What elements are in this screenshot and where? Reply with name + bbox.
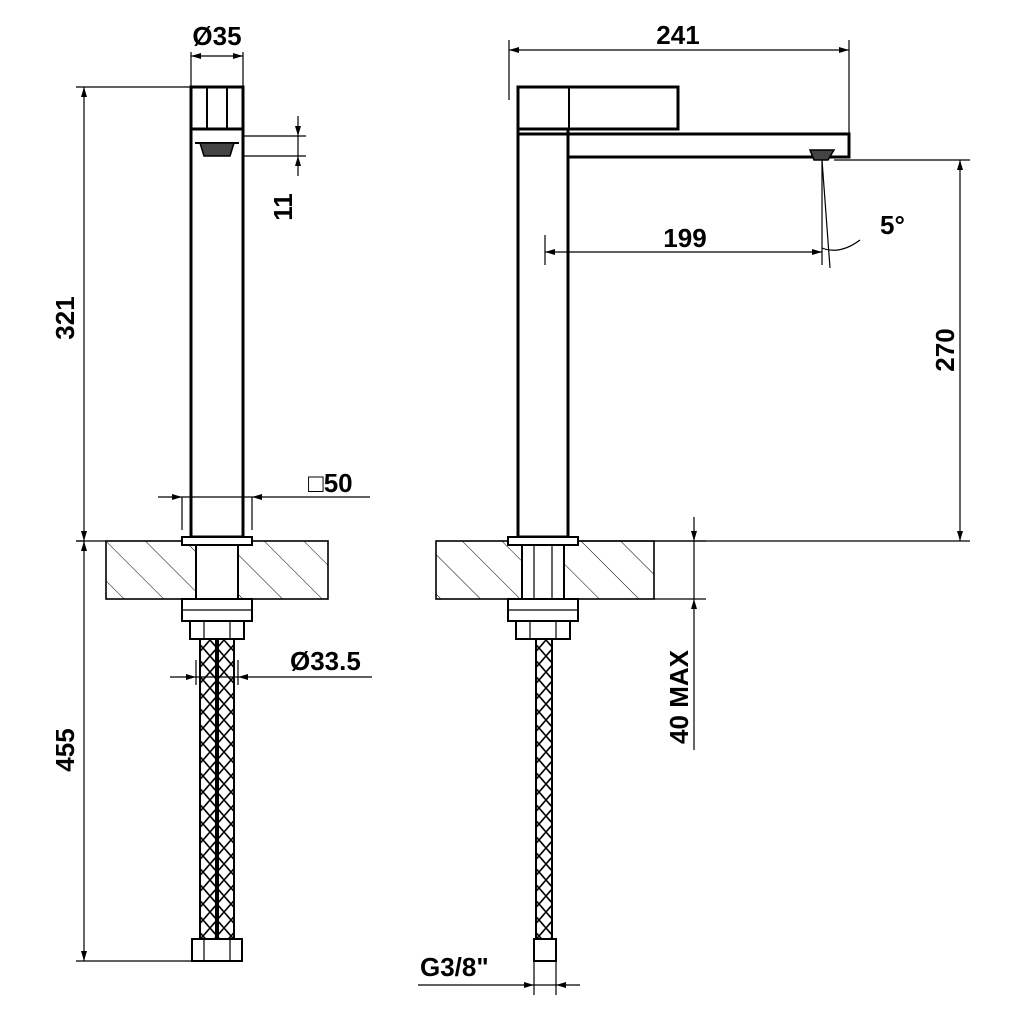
outlet-height-label: 270 bbox=[930, 328, 960, 371]
spout-reach-total-label: 241 bbox=[656, 20, 699, 50]
base-square-label: □50 bbox=[308, 468, 353, 498]
counter-thickness-label: 40 MAX bbox=[664, 649, 694, 744]
dimension-arrows bbox=[81, 47, 963, 988]
front-view-faucet bbox=[181, 85, 253, 962]
thread-label: G3/8" bbox=[420, 952, 489, 982]
side-view-faucet bbox=[507, 85, 851, 962]
spout-reach-outlet-label: 199 bbox=[663, 223, 706, 253]
outlet-offset-label: 11 bbox=[268, 193, 298, 221]
stem-diameter-label: Ø35 bbox=[192, 21, 241, 51]
outlet-angle-label: 5° bbox=[880, 210, 905, 240]
hose-length-label: 455 bbox=[50, 728, 80, 771]
fixing-diameter-label: Ø33.5 bbox=[290, 646, 361, 676]
overall-height-label: 321 bbox=[50, 296, 80, 339]
